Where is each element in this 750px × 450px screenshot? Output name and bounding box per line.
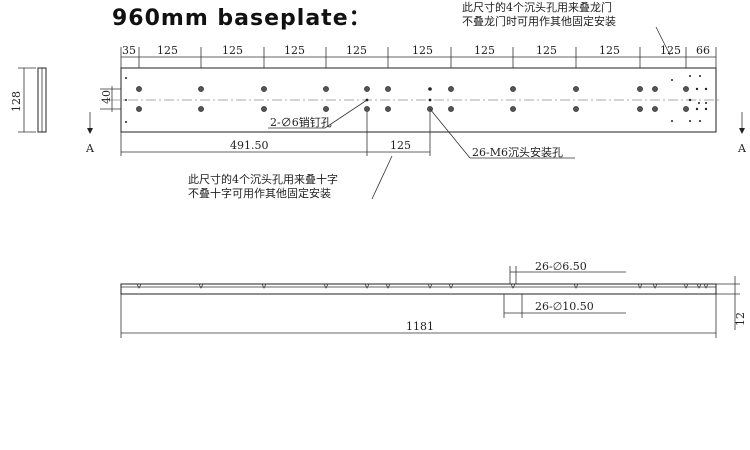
m6-hole bbox=[448, 106, 454, 112]
m6-hole bbox=[510, 86, 516, 92]
dim-label: 125 bbox=[412, 44, 433, 57]
edge-dot bbox=[125, 99, 127, 101]
hole-row-top bbox=[136, 86, 689, 92]
top-dimension-chain: 35 125 125 125 125 125 125 125 125 125 6… bbox=[120, 44, 717, 70]
m6-hole bbox=[637, 106, 643, 112]
pin-hole bbox=[428, 87, 432, 91]
thru-hole-label: 26-∅6.50 bbox=[535, 260, 587, 273]
thickness-label: 12 bbox=[734, 312, 747, 326]
section-label-left: A bbox=[85, 142, 95, 155]
top-note-leader bbox=[655, 26, 671, 56]
row-spacing-label: 40 bbox=[100, 90, 113, 104]
m6-hole bbox=[261, 86, 267, 92]
m6-hole bbox=[323, 86, 329, 92]
m6-hole bbox=[637, 86, 643, 92]
m6-hole bbox=[198, 106, 204, 112]
cross-note: 此尺寸的4个沉头孔用来叠十字 不叠十字可用作其他固定安装 bbox=[188, 155, 393, 200]
section-mark-left: A bbox=[85, 112, 95, 155]
pin-spacing-label: 125 bbox=[390, 139, 411, 152]
mid-note-line1: 此尺寸的4个沉头孔用来叠十字 bbox=[188, 172, 338, 186]
section-label-right: A bbox=[737, 142, 747, 155]
edge-dot bbox=[125, 121, 127, 123]
length-label: 1181 bbox=[406, 320, 434, 333]
plan-bottom-dims: 491.50 125 bbox=[120, 112, 431, 156]
m6-hole bbox=[573, 106, 579, 112]
m6-hole bbox=[136, 106, 142, 112]
m6-hole bbox=[364, 106, 370, 112]
pin-hole bbox=[428, 98, 432, 102]
m6-hole bbox=[385, 86, 391, 92]
mid-note-line2: 不叠十字可用作其他固定安装 bbox=[188, 186, 331, 200]
m6-hole bbox=[510, 106, 516, 112]
section-mark-right: A bbox=[737, 112, 747, 155]
m6-hole bbox=[683, 86, 689, 92]
m6-hole bbox=[198, 86, 204, 92]
m6-hole bbox=[385, 106, 391, 112]
end-profile-view: 128 bbox=[10, 67, 47, 133]
pin-hole-callout: 2-∅6销钉孔 bbox=[268, 99, 368, 129]
side-hole-marks bbox=[136, 283, 709, 289]
m6-hole bbox=[448, 86, 454, 92]
side-view: 26-∅6.50 26-∅10.50 1181 12 bbox=[120, 260, 747, 338]
width-label: 128 bbox=[10, 91, 23, 112]
top-note-line1: 此尺寸的4个沉头孔用来叠龙门 bbox=[462, 0, 612, 14]
dim-label: 125 bbox=[660, 44, 681, 57]
right-end-holes bbox=[671, 75, 708, 122]
dim-label: 35 bbox=[122, 44, 136, 57]
m6-callout: 26-M6沉头安装孔 bbox=[429, 108, 575, 159]
dim-label: 66 bbox=[696, 44, 710, 57]
drawing-title: 960mm baseplate： bbox=[112, 6, 372, 31]
m6-hole bbox=[323, 106, 329, 112]
dim-label: 125 bbox=[222, 44, 243, 57]
hole-row-bottom bbox=[136, 106, 689, 112]
dim-label: 125 bbox=[599, 44, 620, 57]
m6-hole bbox=[652, 106, 658, 112]
pin-hole-label: 2-∅6销钉孔 bbox=[270, 115, 332, 129]
m6-hole bbox=[652, 86, 658, 92]
row-spacing-dim: 40 bbox=[100, 86, 121, 112]
plan-view bbox=[110, 67, 720, 133]
m6-hole bbox=[573, 86, 579, 92]
dim-label: 125 bbox=[346, 44, 367, 57]
side-profile bbox=[120, 283, 717, 295]
dim-label: 125 bbox=[474, 44, 495, 57]
top-note-line2: 不叠龙门时可用作其他固定安装 bbox=[462, 14, 616, 28]
counterbore-label: 26-∅10.50 bbox=[535, 300, 594, 313]
dim-label: 125 bbox=[536, 44, 557, 57]
offset-label: 491.50 bbox=[230, 139, 269, 152]
dim-label: 125 bbox=[157, 44, 178, 57]
m6-hole bbox=[364, 86, 370, 92]
m6-label: 26-M6沉头安装孔 bbox=[472, 145, 563, 159]
m6-hole bbox=[136, 86, 142, 92]
edge-dot bbox=[125, 77, 127, 79]
m6-hole bbox=[683, 106, 689, 112]
m6-hole bbox=[261, 106, 267, 112]
dim-label: 125 bbox=[284, 44, 305, 57]
